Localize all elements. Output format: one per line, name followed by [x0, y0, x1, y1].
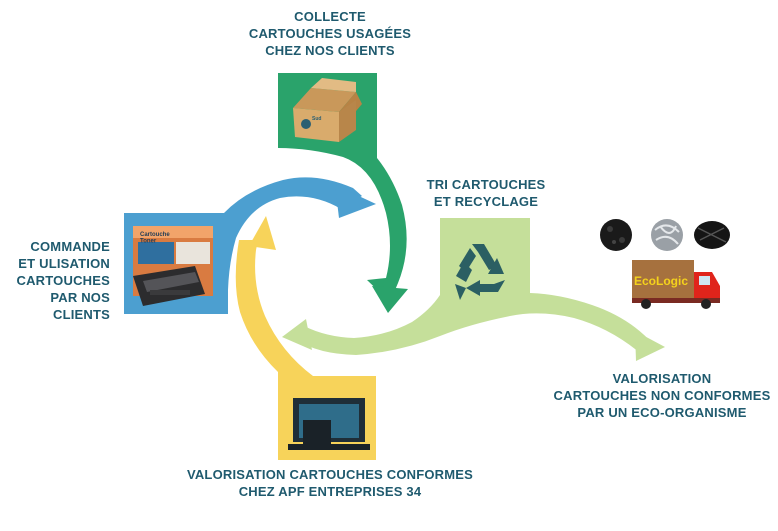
conformes-branch: [235, 216, 376, 460]
metal-shavings-icon: [651, 219, 683, 251]
eco-organism-image: EcoLogic: [600, 219, 730, 309]
conformes-arrowhead: [249, 216, 276, 250]
valorisation-conformes-label: VALORISATION CARTOUCHES CONFORMES CHEZ A…: [186, 467, 474, 499]
tri-label: TRI CARTOUCHES ET RECYCLAGE: [426, 177, 546, 209]
cardboard-box-icon: Sud: [293, 78, 362, 142]
black-pellets-icon: [600, 219, 632, 251]
workshop-icon: [288, 398, 370, 450]
box-brand-text: Sud: [312, 116, 321, 122]
valorisation-non-conformes-label: VALORISATION CARTOUCHES NON CONFORMES PA…: [553, 371, 771, 420]
tri-arrowhead-left: [282, 319, 312, 350]
collecte-arrowhead: [372, 286, 408, 313]
tri-branch: [282, 218, 665, 361]
collecte-label: COLLECTE CARTOUCHES USAGÉES CHEZ NOS CLI…: [248, 9, 412, 58]
truck-icon: EcoLogic: [632, 260, 720, 309]
truck-logo-text: EcoLogic: [634, 274, 688, 288]
recycle-icon: [455, 244, 505, 300]
collecte-branch: Sud: [278, 73, 408, 313]
commande-label: COMMANDE ET ULISATION CARTOUCHES PAR NOS…: [16, 239, 110, 322]
commande-arrowhead: [335, 185, 376, 218]
tri-arrowhead-right: [635, 331, 665, 361]
black-plastic-icon: [694, 221, 730, 249]
